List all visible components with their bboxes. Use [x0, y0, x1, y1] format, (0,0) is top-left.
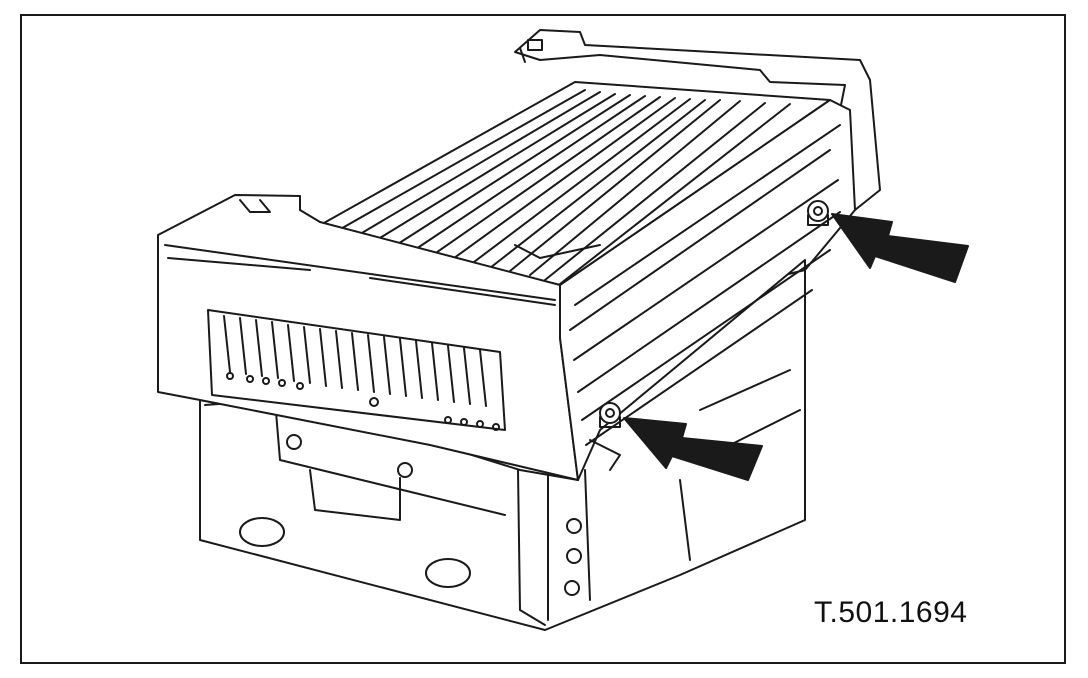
bracket-grommet-middle	[566, 548, 582, 564]
bracket-grommet-top	[566, 518, 582, 534]
upper-mounting-bolt	[807, 200, 829, 222]
front-panel	[157, 194, 579, 481]
lower-mounting-bolt	[599, 402, 621, 424]
figure-reference-code: T.501.1694	[814, 596, 968, 629]
bracket-nut-right	[397, 462, 413, 478]
bracket-hole-right	[425, 558, 471, 588]
upper-bolt-arrow	[831, 213, 969, 283]
bracket-hole-left	[239, 517, 285, 547]
bracket-grommet-bottom	[564, 580, 580, 596]
bracket-nut-left	[286, 434, 302, 450]
side-panel	[559, 99, 856, 481]
lower-bolt-arrow	[623, 417, 763, 481]
